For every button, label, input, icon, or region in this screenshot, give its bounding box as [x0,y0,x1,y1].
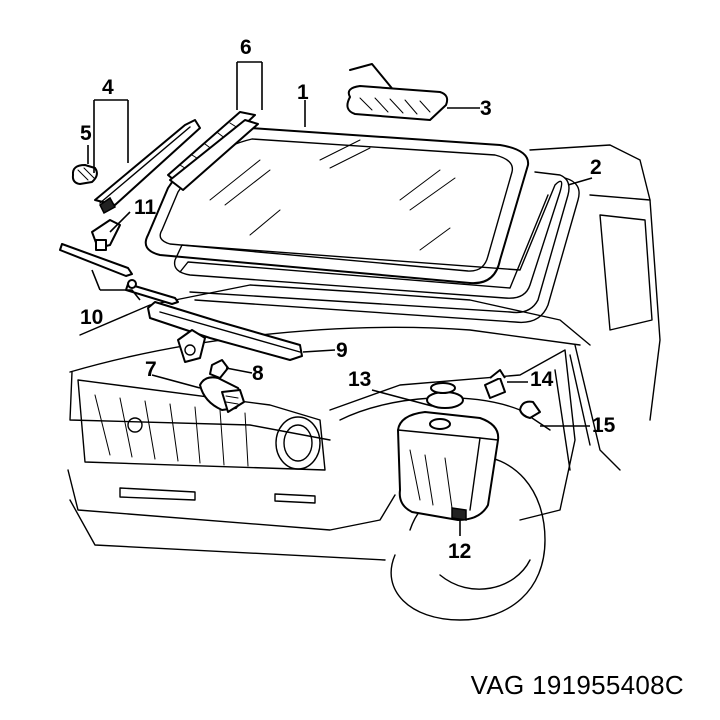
callout-15: 15 [592,414,616,437]
leader-lines [87,61,593,536]
washer-nozzle [519,400,541,419]
motor-bracket-part [209,359,229,379]
callout-12: 12 [448,540,471,563]
wiper-arm-cap [71,164,98,185]
wiper-assembly [94,111,259,215]
wiper-linkage [59,243,179,305]
washer-fluid-reservoir [397,411,500,521]
wiper-linkage-frame [147,301,303,363]
rearview-mirror [346,63,449,121]
vehicle-body [67,144,661,621]
part-number-caption: VAG 191955408C [470,670,684,700]
wiper-motor [199,376,245,413]
callout-1: 1 [297,81,309,104]
callout-3: 3 [480,97,492,120]
callout-14: 14 [530,368,554,391]
callout-13: 13 [348,368,371,391]
callout-labels: 1 2 3 4 5 6 7 8 9 10 11 12 13 14 15 [80,36,616,563]
washer-pump [484,369,506,399]
callout-10: 10 [80,306,103,329]
callout-6: 6 [240,36,252,59]
callout-11: 11 [134,196,157,219]
callout-9: 9 [336,339,348,362]
callout-8: 8 [252,362,264,385]
reservoir-filler-cap [426,382,464,409]
callout-7: 7 [145,358,157,381]
callout-4: 4 [102,76,114,99]
callout-2: 2 [590,156,602,179]
callout-5: 5 [80,122,92,145]
wiper-pivot-bearing [91,219,121,251]
